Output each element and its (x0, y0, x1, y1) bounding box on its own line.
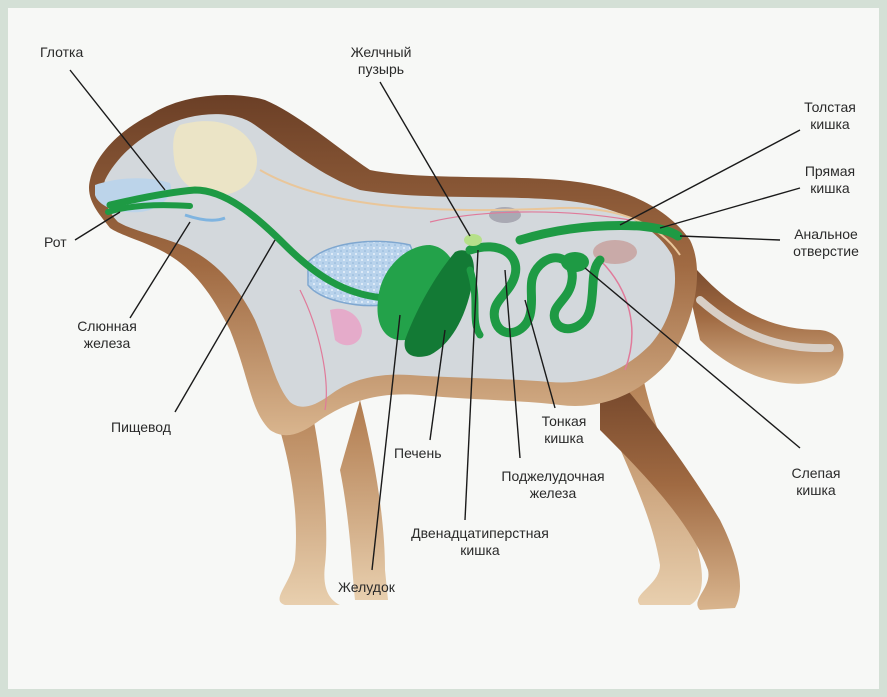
label-salivary-gland: Слюнная железа (62, 318, 152, 352)
label-colon: Толстая кишка (790, 99, 870, 133)
label-rectum-line1: Прямая (790, 163, 870, 180)
label-small-intestine: Тонкая кишка (524, 413, 604, 447)
label-stomach: Желудок (338, 579, 395, 596)
label-duodenum-line2: кишка (390, 542, 570, 559)
label-salivary-line1: Слюнная (62, 318, 152, 335)
label-cecum-line1: Слепая (776, 465, 856, 482)
label-pancreas-line2: железа (483, 485, 623, 502)
label-salivary-line2: железа (62, 335, 152, 352)
label-cecum-line2: кишка (776, 482, 856, 499)
label-pharynx: Глотка (40, 44, 83, 61)
gallbladder (464, 234, 482, 246)
label-mouth: Рот (44, 234, 67, 251)
label-liver: Печень (394, 445, 442, 462)
label-pancreas-line1: Поджелудочная (483, 468, 623, 485)
label-rectum-line2: кишка (790, 180, 870, 197)
label-small-intestine-line1: Тонкая (524, 413, 604, 430)
label-duodenum-line1: Двенадцатиперстная (390, 525, 570, 542)
label-anus: Анальное отверстие (776, 226, 876, 260)
label-duodenum: Двенадцатиперстная кишка (390, 525, 570, 559)
label-pancreas: Поджелудочная железа (483, 468, 623, 502)
label-gallbladder-line1: Желчный (336, 44, 426, 61)
label-cecum: Слепая кишка (776, 465, 856, 499)
label-colon-line1: Толстая (790, 99, 870, 116)
label-gallbladder-line2: пузырь (336, 61, 426, 78)
label-anus-line1: Анальное (776, 226, 876, 243)
label-small-intestine-line2: кишка (524, 430, 604, 447)
label-esophagus: Пищевод (111, 419, 171, 436)
cecum (561, 252, 589, 272)
label-gallbladder: Желчный пузырь (336, 44, 426, 78)
label-colon-line2: кишка (790, 116, 870, 133)
label-rectum: Прямая кишка (790, 163, 870, 197)
label-anus-line2: отверстие (776, 243, 876, 260)
